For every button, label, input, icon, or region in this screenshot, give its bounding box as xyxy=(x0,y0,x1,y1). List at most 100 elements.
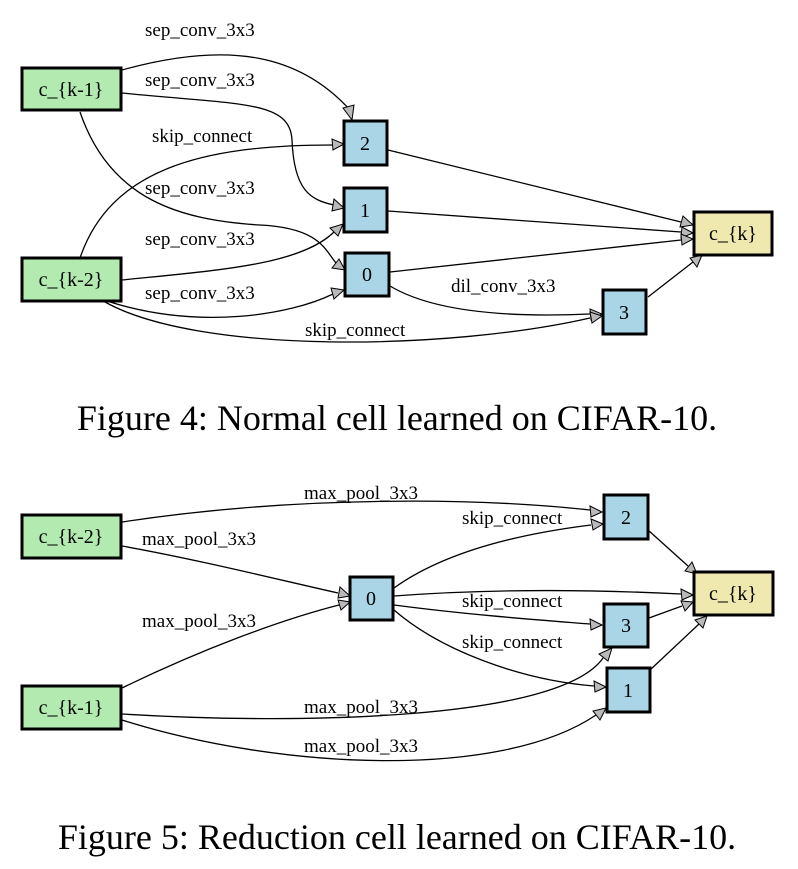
figure-normal-cell: sep_conv_3x3 sep_conv_3x3 skip_connect s… xyxy=(20,20,774,438)
edge-2-to-ck-arrowhead xyxy=(679,215,695,228)
edge-0-to-3-label: dil_conv_3x3 xyxy=(451,276,556,297)
figure-4-caption: Figure 4: Normal cell learned on CIFAR-1… xyxy=(77,398,717,438)
node-r-c-k-1-box xyxy=(20,684,123,731)
node-c-k-output: c_{k} xyxy=(692,210,774,257)
node-r-2: 2 xyxy=(602,493,650,541)
edge-ck1-to-1-line xyxy=(121,92,335,206)
node-r-c-k-1-input: c_{k-1} xyxy=(20,684,123,731)
node-r-1: 1 xyxy=(605,666,652,714)
node-r-3-box xyxy=(602,602,650,649)
edge-r-ck1-to-3-line xyxy=(121,657,604,720)
edge-ck2-to-3: skip_connect xyxy=(104,301,604,343)
edge-ck2-to-3-line xyxy=(104,301,591,343)
edge-ck1-to-2-arrowhead xyxy=(342,104,355,122)
edge-1-to-ck xyxy=(387,210,695,239)
edge-r-ck2-to-2-line xyxy=(121,500,591,523)
edge-1-to-ck-line xyxy=(387,210,682,233)
edge-ck1-to-1-label: sep_conv_3x3 xyxy=(145,70,255,91)
edge-r-0-to-1-label: skip_connect xyxy=(462,632,563,653)
node-3-box xyxy=(601,288,648,336)
edge-r-2-to-ck-line xyxy=(647,529,689,567)
edge-r-ck2-to-0-label: max_pool_3x3 xyxy=(142,529,256,550)
edge-r-2-to-ck xyxy=(647,529,698,575)
node-r-1-box xyxy=(605,666,652,714)
node-r-3-label: 3 xyxy=(621,615,631,637)
edge-r-0-to-2-line xyxy=(393,524,592,589)
figure-5-caption: Figure 5: Reduction cell learned on CIFA… xyxy=(58,817,736,857)
node-2-label: 2 xyxy=(360,133,370,155)
node-r-2-label: 2 xyxy=(621,507,631,529)
node-c-k-1-input: c_{k-1} xyxy=(20,66,123,112)
node-r-3: 3 xyxy=(602,602,650,649)
edge-ck1-to-2-line xyxy=(121,54,351,111)
edge-ck2-to-0-arrowhead xyxy=(330,287,346,300)
node-1-label: 1 xyxy=(360,200,370,222)
edge-r-ck1-to-1-line xyxy=(121,714,597,762)
edge-r-ck2-to-0-arrowhead xyxy=(337,586,352,599)
node-r-c-k-2-label: c_{k-2} xyxy=(39,526,104,548)
edge-ck1-to-1: sep_conv_3x3 xyxy=(121,70,346,212)
edge-r-0-to-1-arrowhead xyxy=(593,680,608,693)
edge-r-ck1-to-1: max_pool_3x3 xyxy=(121,707,607,762)
edge-ck2-to-1-label: sep_conv_3x3 xyxy=(145,229,255,250)
node-2: 2 xyxy=(342,119,389,167)
edge-ck2-to-2-label: skip_connect xyxy=(152,126,253,147)
node-c-k-label: c_{k} xyxy=(709,223,757,245)
node-r-c-k-box xyxy=(692,570,775,617)
edge-ck2-to-3-arrowhead xyxy=(589,311,604,324)
edge-ck2-to-2-arrowhead xyxy=(331,138,346,151)
edge-ck1-to-0-arrowhead xyxy=(331,258,346,271)
edge-ck1-to-2-label: sep_conv_3x3 xyxy=(145,20,255,41)
node-0: 0 xyxy=(343,251,391,298)
edge-r-ck1-to-1-label: max_pool_3x3 xyxy=(304,736,418,757)
edge-r-1-to-ck xyxy=(649,615,708,671)
edge-0-to-ck xyxy=(389,233,695,273)
node-c-k-box xyxy=(692,210,774,257)
node-r-c-k-label: c_{k} xyxy=(709,583,757,605)
edge-r-0-to-2: skip_connect xyxy=(393,508,605,589)
edge-0-to-ck-arrowhead xyxy=(680,233,695,246)
edge-r-0-to-1-line xyxy=(393,609,595,687)
edge-r-ck2-to-2-arrowhead xyxy=(589,505,604,518)
node-r-0: 0 xyxy=(348,575,395,622)
edge-r-0-to-ck-line xyxy=(393,589,682,597)
edge-0-to-3: dil_conv_3x3 xyxy=(389,276,604,321)
edge-ck2-to-1-line xyxy=(121,231,335,281)
edge-3-to-ck xyxy=(647,254,703,298)
edge-r-0-to-2-label: skip_connect xyxy=(462,508,563,529)
edge-r-3-to-ck-line xyxy=(648,605,683,619)
node-r-c-k-2-input: c_{k-2} xyxy=(20,513,123,560)
edge-r-0-to-3: skip_connect xyxy=(393,591,604,631)
edge-r-ck1-to-3-arrowhead xyxy=(598,647,613,662)
node-0-box xyxy=(343,251,391,298)
edge-r-ck1-to-1-arrowhead xyxy=(592,707,607,721)
edge-ck1-to-0-label: sep_conv_3x3 xyxy=(145,178,255,199)
node-r-c-k-output: c_{k} xyxy=(692,570,775,617)
edge-0-to-3-line xyxy=(389,285,591,316)
edge-r-0-to-1: skip_connect xyxy=(393,609,608,693)
node-c-k-2-input: c_{k-2} xyxy=(20,256,123,303)
edge-r-ck1-to-3-label: max_pool_3x3 xyxy=(304,697,418,718)
figure-reduction-cell: max_pool_3x3 max_pool_3x3 max_pool_3x3 s… xyxy=(20,483,775,857)
edge-3-to-ck-line xyxy=(647,261,694,298)
edge-r-0-to-ck xyxy=(393,588,695,601)
edge-ck2-to-0-label: sep_conv_3x3 xyxy=(145,283,255,304)
node-r-0-label: 0 xyxy=(366,588,376,610)
edge-ck2-to-1-arrowhead xyxy=(329,223,344,237)
edge-r-ck1-to-0-label: max_pool_3x3 xyxy=(142,611,256,632)
node-c-k-1-label: c_{k-1} xyxy=(39,79,104,101)
edge-r-1-to-ck-arrowhead xyxy=(694,615,708,629)
edge-r-ck1-to-0-arrowhead xyxy=(337,599,352,611)
node-r-0-box xyxy=(348,575,395,622)
edge-r-ck1-to-0-line xyxy=(121,604,340,689)
node-c-k-2-label: c_{k-2} xyxy=(39,269,104,291)
edge-ck1-to-0: sep_conv_3x3 xyxy=(79,111,346,271)
node-c-k-1-box xyxy=(20,66,123,112)
edge-ck2-to-0-line xyxy=(109,293,334,318)
node-r-2-box xyxy=(602,493,650,541)
edge-ck2-to-3-label: skip_connect xyxy=(305,320,406,341)
edge-ck1-to-2: sep_conv_3x3 xyxy=(121,20,355,122)
edge-2-to-ck-line xyxy=(387,149,682,223)
edge-ck2-to-1: sep_conv_3x3 xyxy=(121,223,344,281)
node-3: 3 xyxy=(601,288,648,336)
